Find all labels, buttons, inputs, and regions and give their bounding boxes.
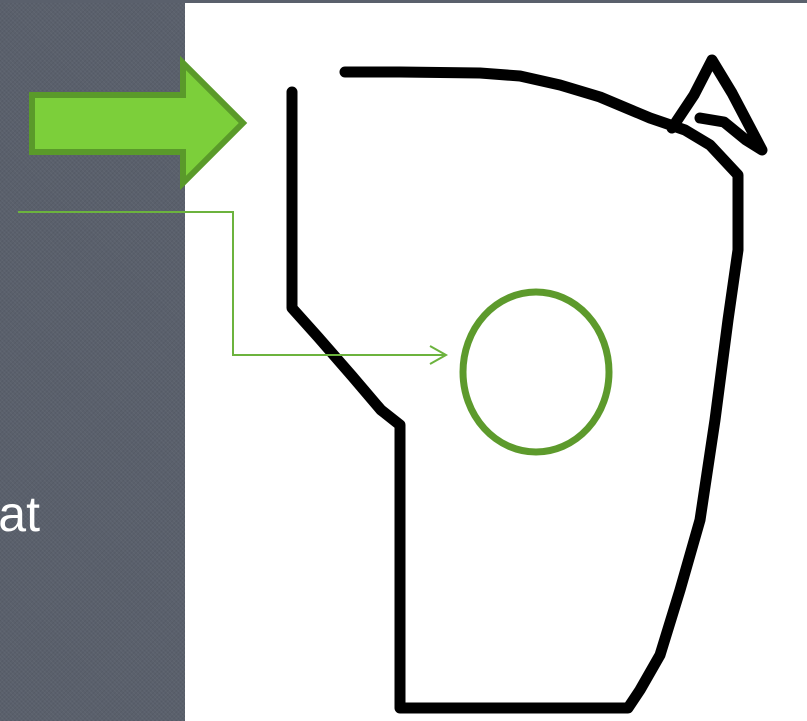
right-arrow-icon [32,63,243,183]
connector-line [18,212,446,355]
hand-drawn-outline [292,60,762,708]
outline-left-stroke [292,72,738,708]
circle-marker [463,292,609,452]
callout-connector [18,212,446,364]
